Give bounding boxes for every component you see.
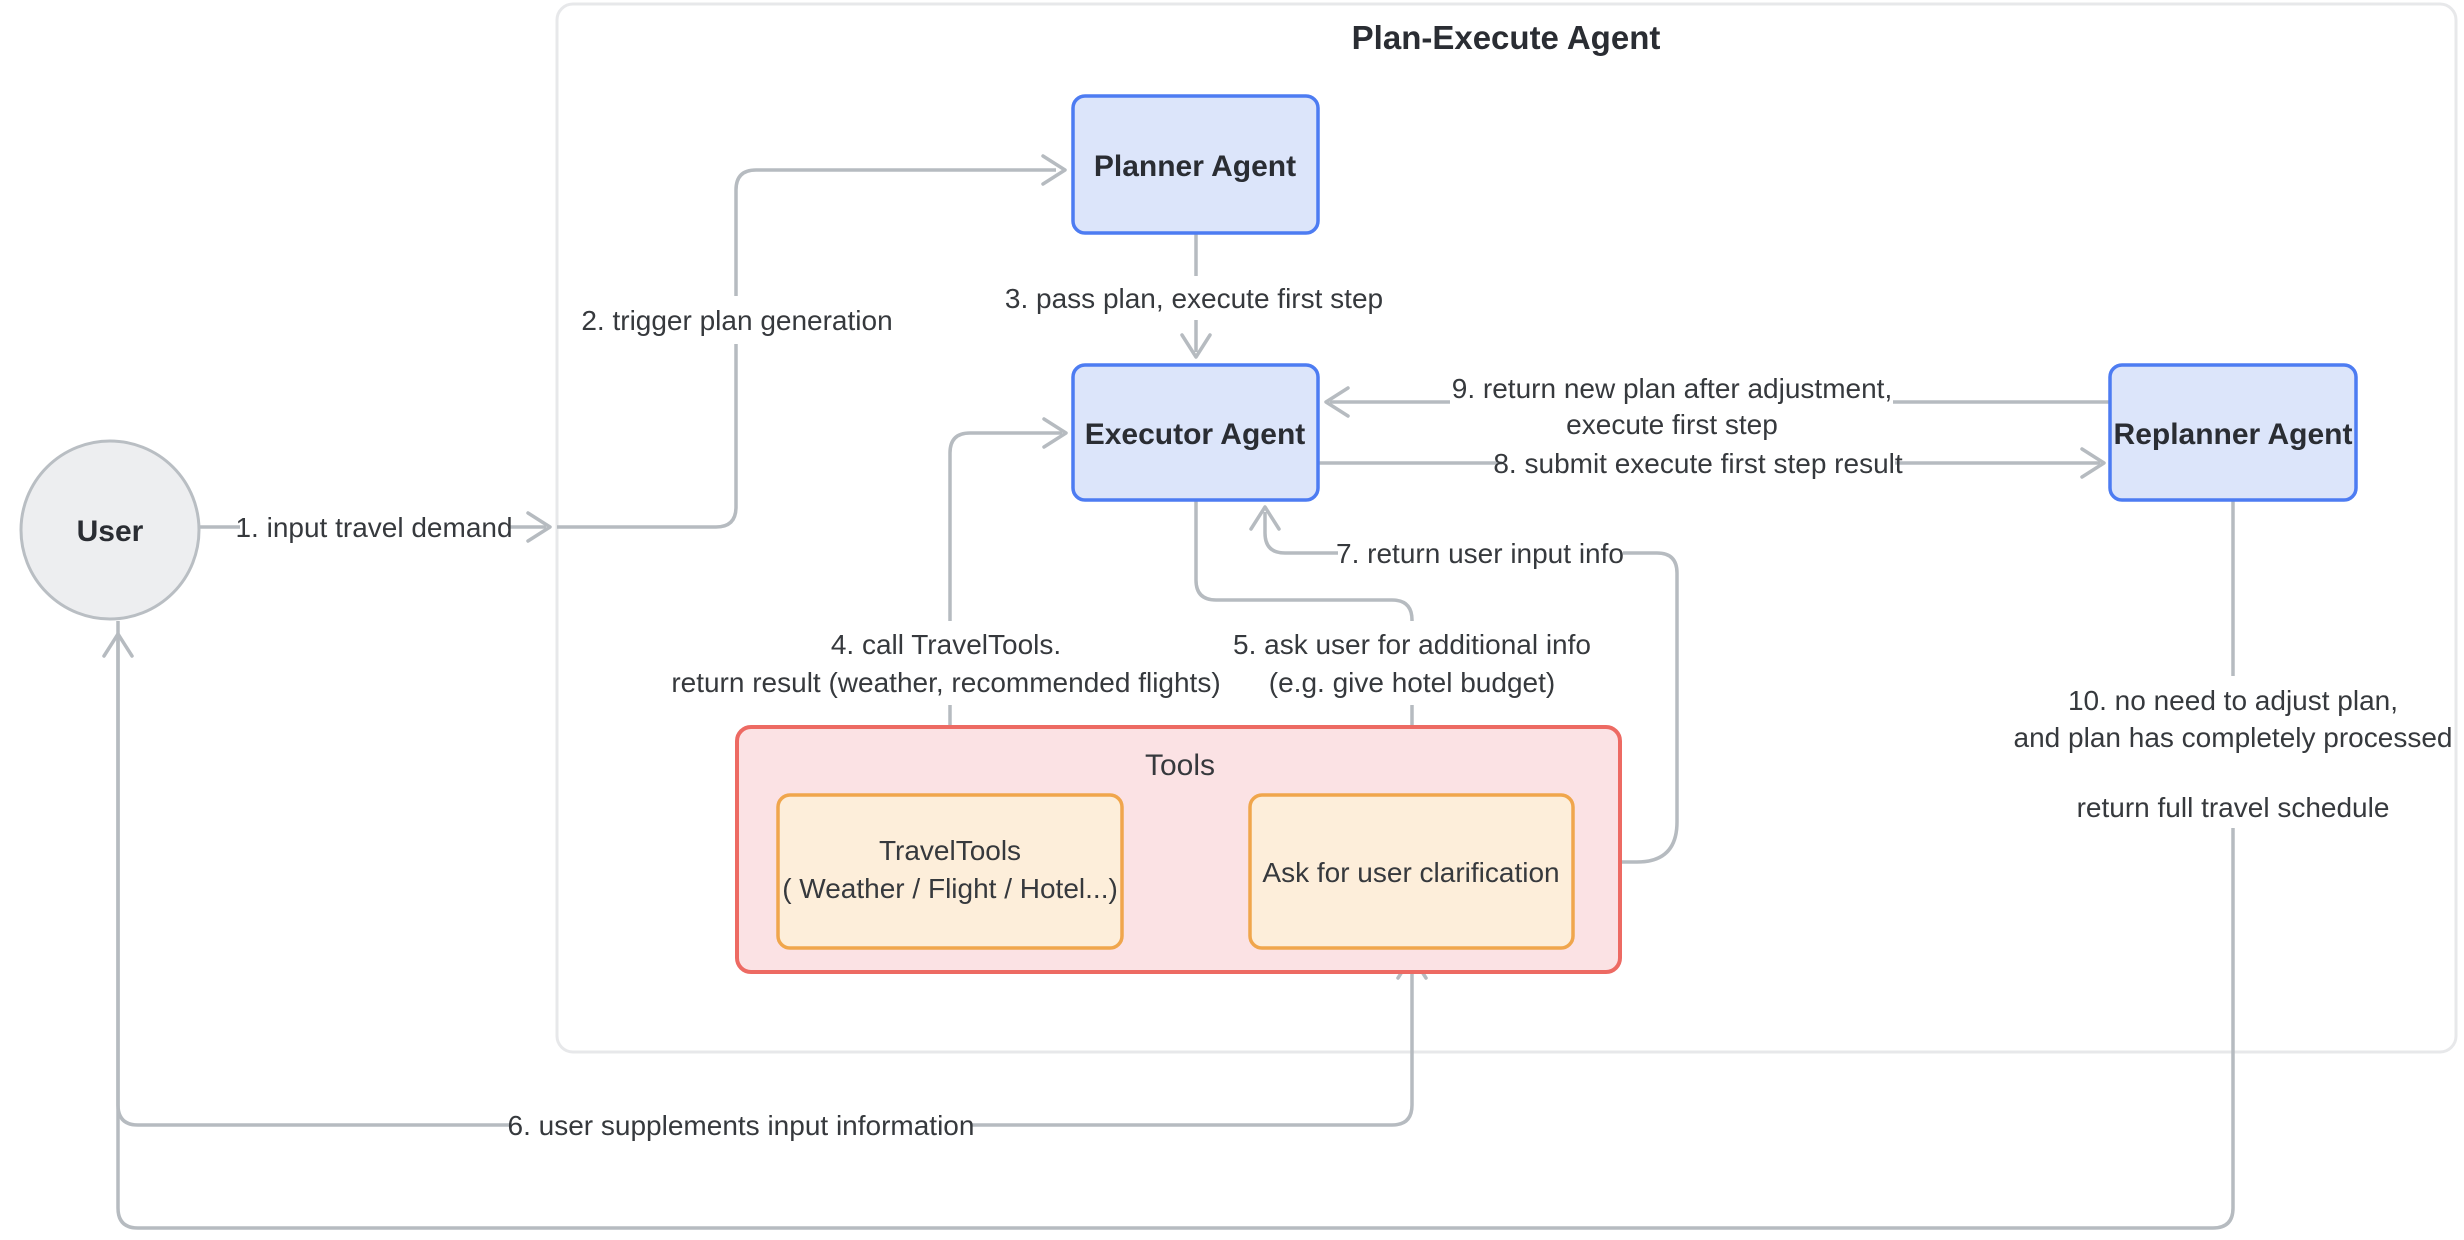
travel-tools-node (776, 793, 1124, 950)
edge-4-label-line1: 4. call TravelTools. (831, 629, 1061, 660)
arrowhead-1-right (526, 511, 552, 543)
edge-2-path (557, 168, 1056, 529)
edge-4-path (948, 431, 1062, 783)
user-label: User (77, 515, 144, 548)
edge-8-labelbg (1502, 441, 1895, 485)
ask-user-clarification-label: Ask for user clarification (1262, 857, 1559, 888)
arrowhead-8-right (2080, 447, 2106, 479)
arrowhead-7-up (1249, 505, 1281, 531)
planner-agent-label: Planner Agent (1094, 150, 1296, 183)
edge-9-label-line2: execute first step (1566, 409, 1778, 440)
arrowhead-10-up (102, 632, 134, 658)
edge-5-label-line1: 5. ask user for additional info (1233, 629, 1591, 660)
travel-tools-label-line2: ( Weather / Flight / Hotel...) (782, 873, 1118, 904)
replanner-agent-node (2108, 363, 2358, 502)
edge-9-label-line1: 9. return new plan after adjustment, (1452, 373, 1892, 404)
edge-5-labelbg (1228, 621, 1596, 705)
edge-7-label: 7. return user input info (1336, 538, 1624, 569)
edge-7-path (1263, 512, 1679, 864)
edge-10-label-line1: 10. no need to adjust plan, (2068, 685, 2398, 716)
edge-3-labelbg (1020, 276, 1368, 320)
edge-labels: 1. input travel demand 2. trigger plan g… (235, 276, 2452, 1147)
user-node (19, 439, 201, 621)
edge-5-path (1194, 500, 1414, 783)
edge-10-path (116, 500, 2235, 1230)
edge-4-labelbg (683, 621, 1208, 705)
edge-8-label: 8. submit execute first step result (1493, 448, 1903, 479)
edge-4-label-line2: return result (weather, recommended flig… (671, 667, 1220, 698)
executor-agent-node (1071, 363, 1320, 502)
edge-10-label-line2: and plan has completely processed (2014, 722, 2453, 753)
edge-5-label-line2: (e.g. give hotel budget) (1269, 667, 1555, 698)
edge-7-labelbg (1338, 531, 1623, 575)
replanner-agent-label: Replanner Agent (2114, 418, 2353, 451)
edge-3-label: 3. pass plan, execute first step (1005, 283, 1383, 314)
planner-agent-node (1071, 94, 1320, 235)
travel-tools-label-line1: TravelTools (879, 835, 1021, 866)
arrowhead-3-down (1180, 333, 1212, 359)
edge-10-labelbg (2075, 676, 2439, 828)
edge-2-label: 2. trigger plan generation (581, 305, 892, 336)
edge-1-labelbg (240, 507, 508, 547)
ask-user-clarification-node (1248, 793, 1575, 950)
arrowhead-2-right (1041, 154, 1067, 186)
diagram-title: Plan-Execute Agent (1352, 19, 1661, 56)
edge-9-labelbg (1450, 366, 1893, 442)
edge-10-label-line3: return full travel schedule (2077, 792, 2390, 823)
edge-1-label: 1. input travel demand (235, 512, 512, 543)
edge-6-labelbg (512, 1103, 972, 1147)
tools-group-label: Tools (1145, 749, 1215, 782)
executor-agent-label: Executor Agent (1085, 418, 1306, 451)
arrowhead-4-right (1042, 417, 1068, 449)
edge-2-labelbg (585, 296, 890, 344)
edge-6-label: 6. user supplements input information (508, 1110, 975, 1141)
arrowhead-9-left (1324, 386, 1350, 418)
